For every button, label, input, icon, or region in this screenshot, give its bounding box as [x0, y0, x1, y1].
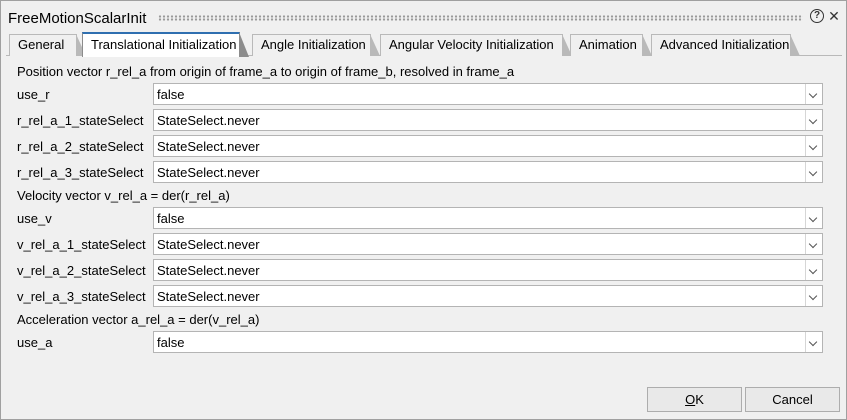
combo-value: StateSelect.never — [157, 237, 260, 252]
use-a-combo[interactable]: false — [153, 331, 823, 353]
ok-button-label: OK — [685, 392, 704, 407]
title-bar[interactable]: FreeMotionScalarInit ? ✕ — [1, 1, 846, 32]
combo-value: false — [157, 211, 185, 226]
section-acceleration-heading: Acceleration vector a_rel_a = der(v_rel_… — [17, 312, 260, 327]
chevron-down-icon[interactable] — [805, 162, 822, 182]
chevron-down-icon[interactable] — [805, 234, 822, 254]
section-position-heading: Position vector r_rel_a from origin of f… — [17, 64, 515, 79]
tab-label: General — [18, 37, 65, 52]
r-rel-a-1-label: r_rel_a_1_stateSelect — [17, 113, 144, 128]
tab-label: Animation — [579, 37, 637, 52]
chevron-down-icon[interactable] — [805, 136, 822, 156]
tab-angle-initialization[interactable]: Angle Initialization — [252, 34, 380, 56]
chevron-down-icon[interactable] — [805, 332, 822, 352]
tab-translational-initialization[interactable]: Translational Initialization — [82, 32, 249, 57]
drag-grip[interactable] — [158, 15, 803, 21]
tab-general[interactable]: General — [9, 34, 86, 56]
combo-value: false — [157, 87, 185, 102]
cancel-button-label: Cancel — [772, 392, 813, 407]
combo-value: StateSelect.never — [157, 113, 260, 128]
combo-value: false — [157, 335, 185, 350]
combo-value: StateSelect.never — [157, 139, 260, 154]
combo-value: StateSelect.never — [157, 165, 260, 180]
chevron-down-icon[interactable] — [805, 286, 822, 306]
close-icon[interactable]: ✕ — [828, 8, 840, 24]
chevron-down-icon[interactable] — [805, 84, 822, 104]
section-velocity-heading: Velocity vector v_rel_a = der(r_rel_a) — [17, 188, 230, 203]
tab-label: Advanced Initialization — [660, 37, 790, 52]
v-rel-a-2-stateselect-combo[interactable]: StateSelect.never — [153, 259, 823, 281]
r-rel-a-2-stateselect-combo[interactable]: StateSelect.never — [153, 135, 823, 157]
use-v-label: use_v — [17, 211, 52, 226]
v-rel-a-3-label: v_rel_a_3_stateSelect — [17, 289, 146, 304]
r-rel-a-3-stateselect-combo[interactable]: StateSelect.never — [153, 161, 823, 183]
tab-label: Translational Initialization — [91, 37, 237, 52]
tab-advanced-initialization[interactable]: Advanced Initialization — [651, 34, 800, 56]
v-rel-a-3-stateselect-combo[interactable]: StateSelect.never — [153, 285, 823, 307]
r-rel-a-1-stateselect-combo[interactable]: StateSelect.never — [153, 109, 823, 131]
combo-value: StateSelect.never — [157, 263, 260, 278]
tab-bar: General Translational Initialization Ang… — [6, 32, 842, 57]
chevron-down-icon[interactable] — [805, 208, 822, 228]
tab-angular-velocity-initialization[interactable]: Angular Velocity Initialization — [380, 34, 572, 56]
v-rel-a-1-stateselect-combo[interactable]: StateSelect.never — [153, 233, 823, 255]
chevron-down-icon[interactable] — [805, 260, 822, 280]
r-rel-a-3-label: r_rel_a_3_stateSelect — [17, 165, 144, 180]
use-r-label: use_r — [17, 87, 50, 102]
v-rel-a-1-label: v_rel_a_1_stateSelect — [17, 237, 146, 252]
use-v-combo[interactable]: false — [153, 207, 823, 229]
tab-animation[interactable]: Animation — [570, 34, 652, 56]
v-rel-a-2-label: v_rel_a_2_stateSelect — [17, 263, 146, 278]
tab-label: Angle Initialization — [261, 37, 366, 52]
chevron-down-icon[interactable] — [805, 110, 822, 130]
use-a-label: use_a — [17, 335, 53, 350]
help-icon[interactable]: ? — [810, 9, 824, 23]
ok-button[interactable]: OK — [647, 387, 742, 412]
cancel-button[interactable]: Cancel — [745, 387, 840, 412]
r-rel-a-2-label: r_rel_a_2_stateSelect — [17, 139, 144, 154]
window-title: FreeMotionScalarInit — [8, 10, 147, 27]
combo-value: StateSelect.never — [157, 289, 260, 304]
tab-label: Angular Velocity Initialization — [389, 37, 554, 52]
use-r-combo[interactable]: false — [153, 83, 823, 105]
